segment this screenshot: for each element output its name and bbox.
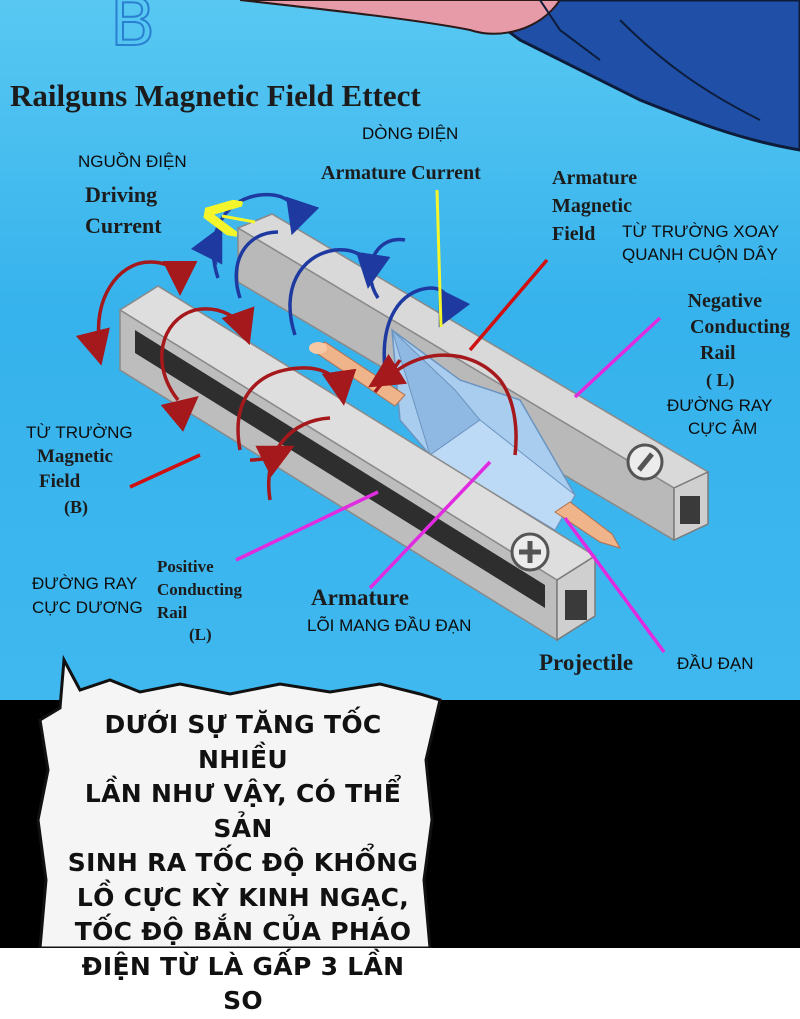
letter-b: B	[109, 0, 156, 62]
label-armature-mf-2: Magnetic	[552, 195, 632, 217]
label-armature: Armature	[311, 585, 409, 610]
label-positive-2: Conducting	[157, 580, 243, 599]
label-negative-1: Negative	[687, 290, 762, 312]
speech-bubble-text: DƯỚI SỰ TĂNG TỐC NHIỀU LẦN NHƯ VẬY, CÓ T…	[67, 710, 419, 1015]
label-duong-ray-duong-1: ĐƯỜNG RAY	[32, 574, 138, 593]
label-projectile: Projectile	[539, 650, 634, 675]
positive-rail	[118, 285, 597, 642]
label-duong-ray-duong-2: CỰC DƯƠNG	[32, 598, 143, 617]
label-armature-mf-1: Armature	[552, 167, 638, 189]
projectile-body	[309, 341, 622, 549]
label-tu-truong-xoay-1: TỪ TRƯỜNG XOAY	[622, 222, 780, 241]
label-magnetic: Magnetic	[37, 446, 113, 467]
railgun-illustration	[75, 0, 800, 654]
armature-field-pointer	[468, 258, 549, 352]
label-current: Current	[85, 213, 162, 238]
speech-bubble	[36, 654, 442, 948]
label-positive-4: (L)	[189, 625, 212, 644]
label-duong-ray-am-1: ĐƯỜNG RAY	[667, 396, 773, 415]
label-duong-ray-am-2: CỰC ÂM	[688, 419, 758, 438]
plus-icon	[510, 532, 550, 572]
label-positive-3: Rail	[157, 603, 188, 622]
diagram-panel: B Railguns Magnetic Field Ettect DÒNG ĐI…	[0, 0, 800, 700]
label-dau-dan: ĐẦU ĐẠN	[677, 654, 754, 673]
character-skin	[239, 0, 562, 35]
minus-icon	[626, 443, 664, 481]
label-positive-1: Positive	[157, 557, 214, 576]
armature-current-pointer	[435, 189, 443, 328]
projectile-pointer	[563, 516, 666, 654]
negative-rail-pointer	[573, 316, 662, 399]
label-tu-truong-xoay-2: QUANH CUỘN DÂY	[622, 245, 778, 264]
label-dong-dien: DÒNG ĐIỆN	[362, 124, 459, 143]
label-negative-4: ( L)	[706, 370, 735, 390]
label-negative-2: Conducting	[689, 316, 790, 338]
blue-field-arrows	[190, 193, 471, 371]
armature-pointer	[368, 460, 492, 590]
label-field: Field	[39, 471, 81, 492]
diagram-title: Railguns Magnetic Field Ettect	[10, 78, 421, 113]
label-nguon-dien: NGUỒN ĐIỆN	[78, 152, 187, 171]
positive-rail-pointer	[235, 490, 379, 562]
label-b: (B)	[64, 497, 88, 517]
red-field-arrows	[75, 260, 518, 501]
driving-current-arrow	[222, 216, 256, 222]
magnetic-field-pointer	[129, 453, 201, 489]
label-armature-current: Armature Current	[321, 162, 481, 184]
label-negative-3: Rail	[700, 342, 736, 364]
label-loi-mang: LÕI MANG ĐẦU ĐẠN	[307, 616, 472, 635]
label-armature-mf-3: Field	[552, 223, 596, 245]
label-tu-truong: TỪ TRƯỜNG	[26, 423, 133, 442]
label-driving: Driving	[85, 182, 158, 207]
